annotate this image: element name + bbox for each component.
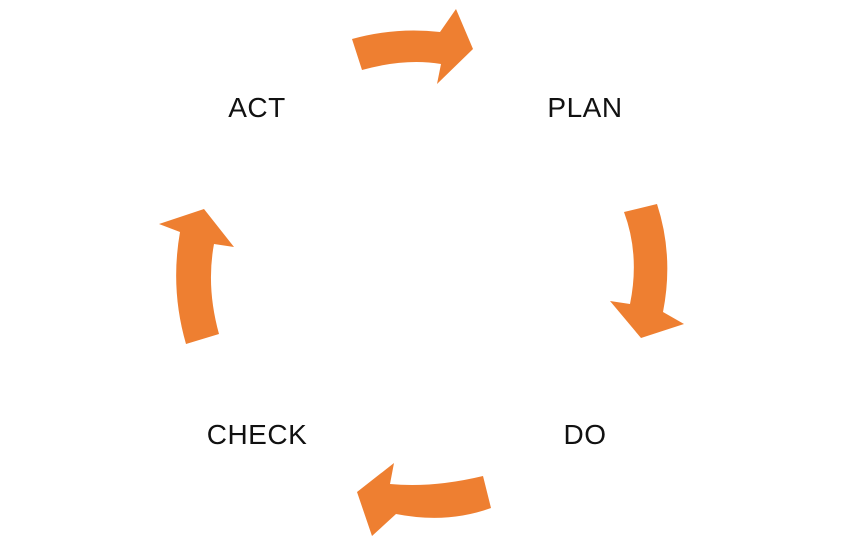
stage-label-plan: PLAN bbox=[547, 92, 623, 123]
curved-arrow-icon-act-to-plan bbox=[352, 9, 473, 84]
stage-label-do: DO bbox=[563, 419, 607, 450]
curved-arrow-icon-check-to-act bbox=[159, 209, 234, 344]
stage-label-check: CHECK bbox=[206, 419, 308, 450]
curved-arrow-icon-do-to-check bbox=[357, 463, 491, 536]
curved-arrow-icon-plan-to-do bbox=[610, 204, 684, 338]
stage-label-act: ACT bbox=[228, 92, 286, 123]
